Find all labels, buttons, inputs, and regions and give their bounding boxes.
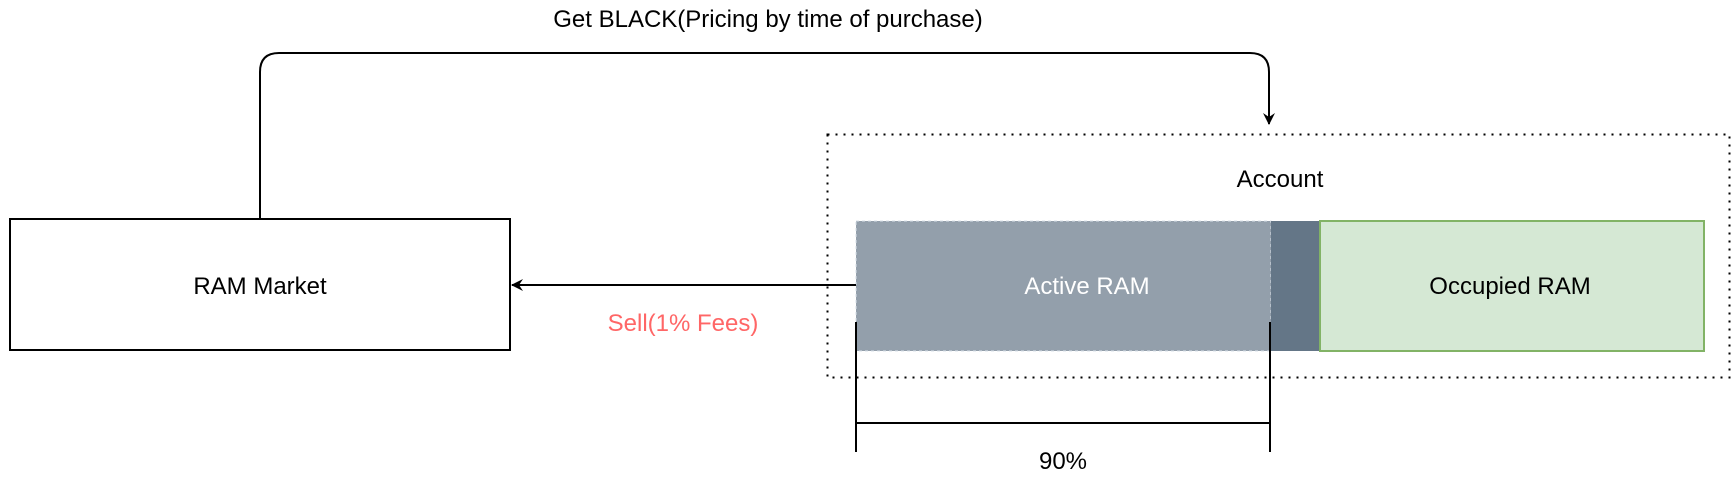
occupied-ram-label: Occupied RAM (1429, 273, 1591, 300)
account-label: Account (1236, 166, 1324, 193)
buy-arrow (259, 52, 1275, 219)
dark-ram-segment (1271, 221, 1321, 351)
measure-label: 90% (1038, 448, 1088, 475)
active-ram-segment[interactable] (855, 220, 1272, 352)
sell-arrow-label: Sell(1% Fees) (607, 310, 759, 337)
occupied-ram-segment[interactable] (1319, 220, 1705, 352)
account-container (826, 133, 1731, 379)
active-ram-label: Active RAM (1024, 273, 1150, 300)
buy-arrow-label: Get BLACK(Pricing by time of purchase) (553, 6, 983, 33)
ram-market-box[interactable] (9, 218, 511, 351)
ram-market-label: RAM Market (193, 273, 327, 300)
